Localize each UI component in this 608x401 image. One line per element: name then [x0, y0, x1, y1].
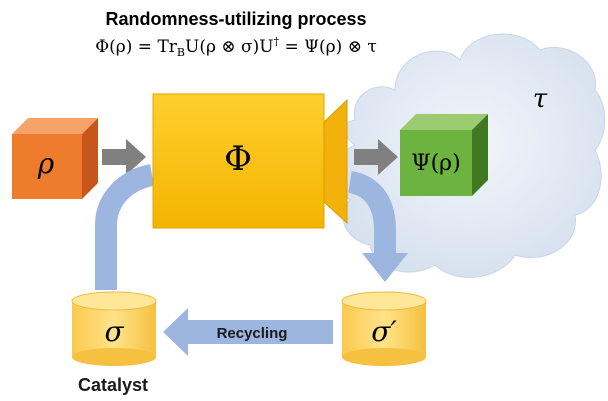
input-cube-icon: [12, 118, 98, 199]
catalyst-caption: Catalyst: [78, 375, 148, 395]
tau-label: τ: [533, 84, 548, 114]
recycling-label: Recycling: [217, 325, 288, 342]
input-label: ρ: [37, 147, 55, 180]
title: Randomness-utilizing process: [105, 9, 366, 29]
arrow-output-icon: [354, 139, 398, 175]
output-cube-icon: [400, 114, 488, 196]
catalyst-out-arrow-icon: [347, 171, 408, 282]
process-box: [152, 93, 348, 229]
catalyst-cylinder-icon: [71, 291, 157, 366]
catalyst-out-cylinder-icon: [341, 291, 427, 366]
equation: Φ(ρ) = TrBU(ρ ⊗ σ)U† = Ψ(ρ) ⊗ τ: [95, 35, 377, 59]
output-label: Ψ(ρ): [411, 151, 460, 176]
catalyst-feed-arrow-icon: [95, 164, 155, 290]
arrow-input-icon: [102, 139, 146, 175]
recycling-arrow-icon: [163, 308, 333, 356]
process-label: Φ: [224, 139, 252, 179]
catalyst-out-label: σ′: [371, 315, 397, 348]
catalyst-label: σ: [104, 315, 124, 348]
